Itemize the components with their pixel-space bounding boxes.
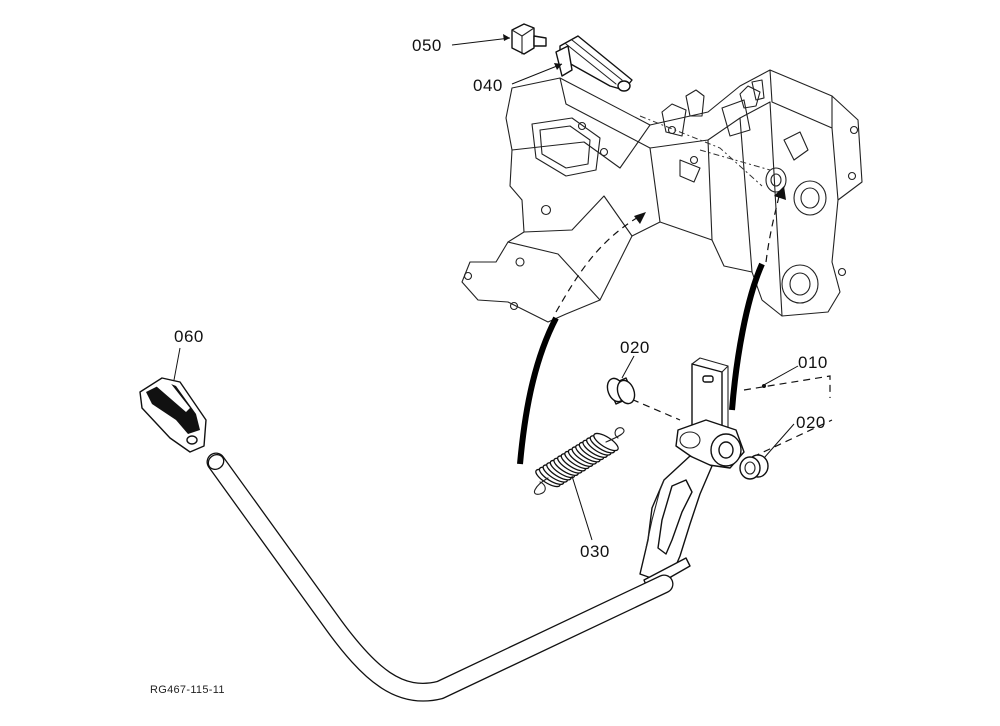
leader-lines [173, 34, 799, 541]
arrowhead-left [634, 212, 646, 224]
reference-code: RG467-115-11 [150, 684, 225, 696]
knob-part-060 [139, 377, 207, 453]
callout-010: 010 [798, 353, 828, 372]
spring-hook-arc-right [729, 262, 765, 411]
callout-050: 050 [412, 36, 442, 55]
bolt-part-050 [511, 23, 547, 55]
pin-part-040 [555, 35, 633, 92]
spring-part-030 [533, 427, 625, 495]
spring-hook-arc-left [517, 316, 559, 465]
callout-020-left: 020 [620, 338, 650, 357]
callout-060: 060 [174, 327, 204, 346]
pedal-arm-part-010 [639, 357, 745, 591]
frame-bracket [461, 69, 863, 323]
bushing-part-020-left [606, 377, 636, 405]
spring-hook-upper [605, 427, 625, 443]
spring-hook-lower [533, 477, 549, 495]
callout-030: 030 [580, 542, 610, 561]
bushing-part-020-right [739, 454, 769, 480]
callout-020-right: 020 [796, 413, 826, 432]
pedal-rod [206, 452, 674, 702]
callout-040: 040 [473, 76, 503, 95]
callout-labels: 050 040 060 020 010 020 030 RG467-115-11 [150, 36, 828, 696]
arrowhead-right [774, 186, 786, 200]
